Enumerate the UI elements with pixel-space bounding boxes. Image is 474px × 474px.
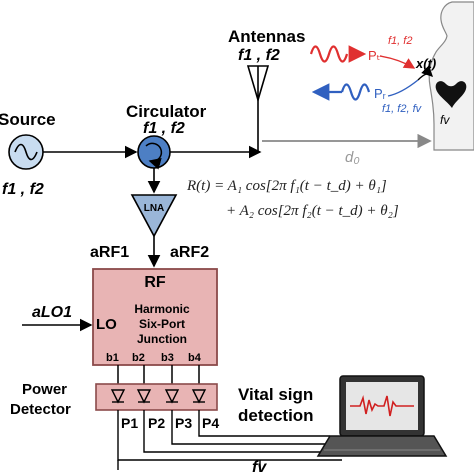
lna: LNA xyxy=(130,194,178,238)
pr-label: Pᵣ xyxy=(374,86,386,101)
diode-icon xyxy=(136,389,152,404)
power-detector xyxy=(95,383,218,411)
fv-bottom-label: fv xyxy=(252,459,267,474)
rx-wave: Pᵣ f1, f2, fv xyxy=(311,79,423,115)
diode-icon xyxy=(164,389,180,404)
antenna: Antennas f1 , f2 xyxy=(228,27,305,152)
equation-line-2: + A₂ cos[2π f₂(t − t_d) + θ₂] xyxy=(226,203,399,219)
p2-label: P2 xyxy=(148,415,165,431)
vital-waveform-icon xyxy=(350,395,414,417)
circulator-label: Circulator xyxy=(126,102,207,121)
rf-block xyxy=(92,268,218,366)
detector-label: Detector xyxy=(10,401,71,418)
lna-triangle xyxy=(130,194,178,238)
junction-label: Junction xyxy=(137,332,187,346)
b3-label: b3 xyxy=(161,352,174,364)
power-label: Power xyxy=(22,381,67,398)
p4-label: P4 xyxy=(202,415,219,431)
antennas-freq-label: f1 , f2 xyxy=(238,47,280,64)
circulator-icon xyxy=(137,135,171,169)
laptop-icon xyxy=(316,375,448,457)
arf2-label: aRF2 xyxy=(170,244,209,261)
lo-label: LO xyxy=(96,316,117,333)
rx-wave-icon xyxy=(340,83,371,101)
equation-line-1: R(t) = A₁ cos[2π f₁(t − t_d) + θ₁] xyxy=(186,178,387,194)
detector-block xyxy=(95,383,218,411)
circulator-freq-label: f1 , f2 xyxy=(143,120,185,137)
tx-wave-icon xyxy=(309,45,349,63)
source-label: Source xyxy=(0,110,56,129)
p1-label: P1 xyxy=(121,415,138,431)
harmonic-label: Harmonic xyxy=(134,302,190,316)
fv-heart-label: fv xyxy=(440,113,450,127)
b4-label: b4 xyxy=(188,352,202,364)
rx-freq-label: f1, f2, fv xyxy=(382,103,423,115)
b1-label: b1 xyxy=(106,352,119,364)
rf-label: RF xyxy=(144,274,166,291)
arf1-label: aRF1 xyxy=(90,244,129,261)
six-port-label: Six-Port xyxy=(139,317,185,331)
b2-label: b2 xyxy=(132,352,145,364)
alo1-label: aLO1 xyxy=(32,304,72,321)
d0-label: d₀ xyxy=(345,149,360,166)
chest-motion-arrow xyxy=(417,65,433,81)
source-freq-label: f1 , f2 xyxy=(2,181,44,198)
antennas-label: Antennas xyxy=(228,27,305,46)
diode-icon xyxy=(191,389,207,404)
human-body-icon: x(t) fv xyxy=(415,1,474,151)
tx-freq-label: f1, f2 xyxy=(388,35,412,47)
xt-label: x(t) xyxy=(415,56,436,71)
sine-icon xyxy=(14,143,38,161)
source: Source f1 , f2 xyxy=(0,110,56,198)
heart-icon xyxy=(435,81,467,108)
p3-label: P3 xyxy=(175,415,192,431)
circulator: Circulator f1 , f2 xyxy=(126,102,207,170)
tx-wave: Pₜ f1, f2 xyxy=(309,35,416,69)
vital-sign-label: Vital sign xyxy=(238,385,313,404)
six-port-junction-block: RF Harmonic Six-Port Junction LO b1 b2 b… xyxy=(92,268,218,366)
detector-output-lines xyxy=(117,410,342,461)
diode-icon xyxy=(110,389,126,404)
pt-label: Pₜ xyxy=(368,48,381,63)
lna-label: LNA xyxy=(144,203,165,214)
port-lines xyxy=(117,365,200,384)
detection-label: detection xyxy=(238,406,314,425)
